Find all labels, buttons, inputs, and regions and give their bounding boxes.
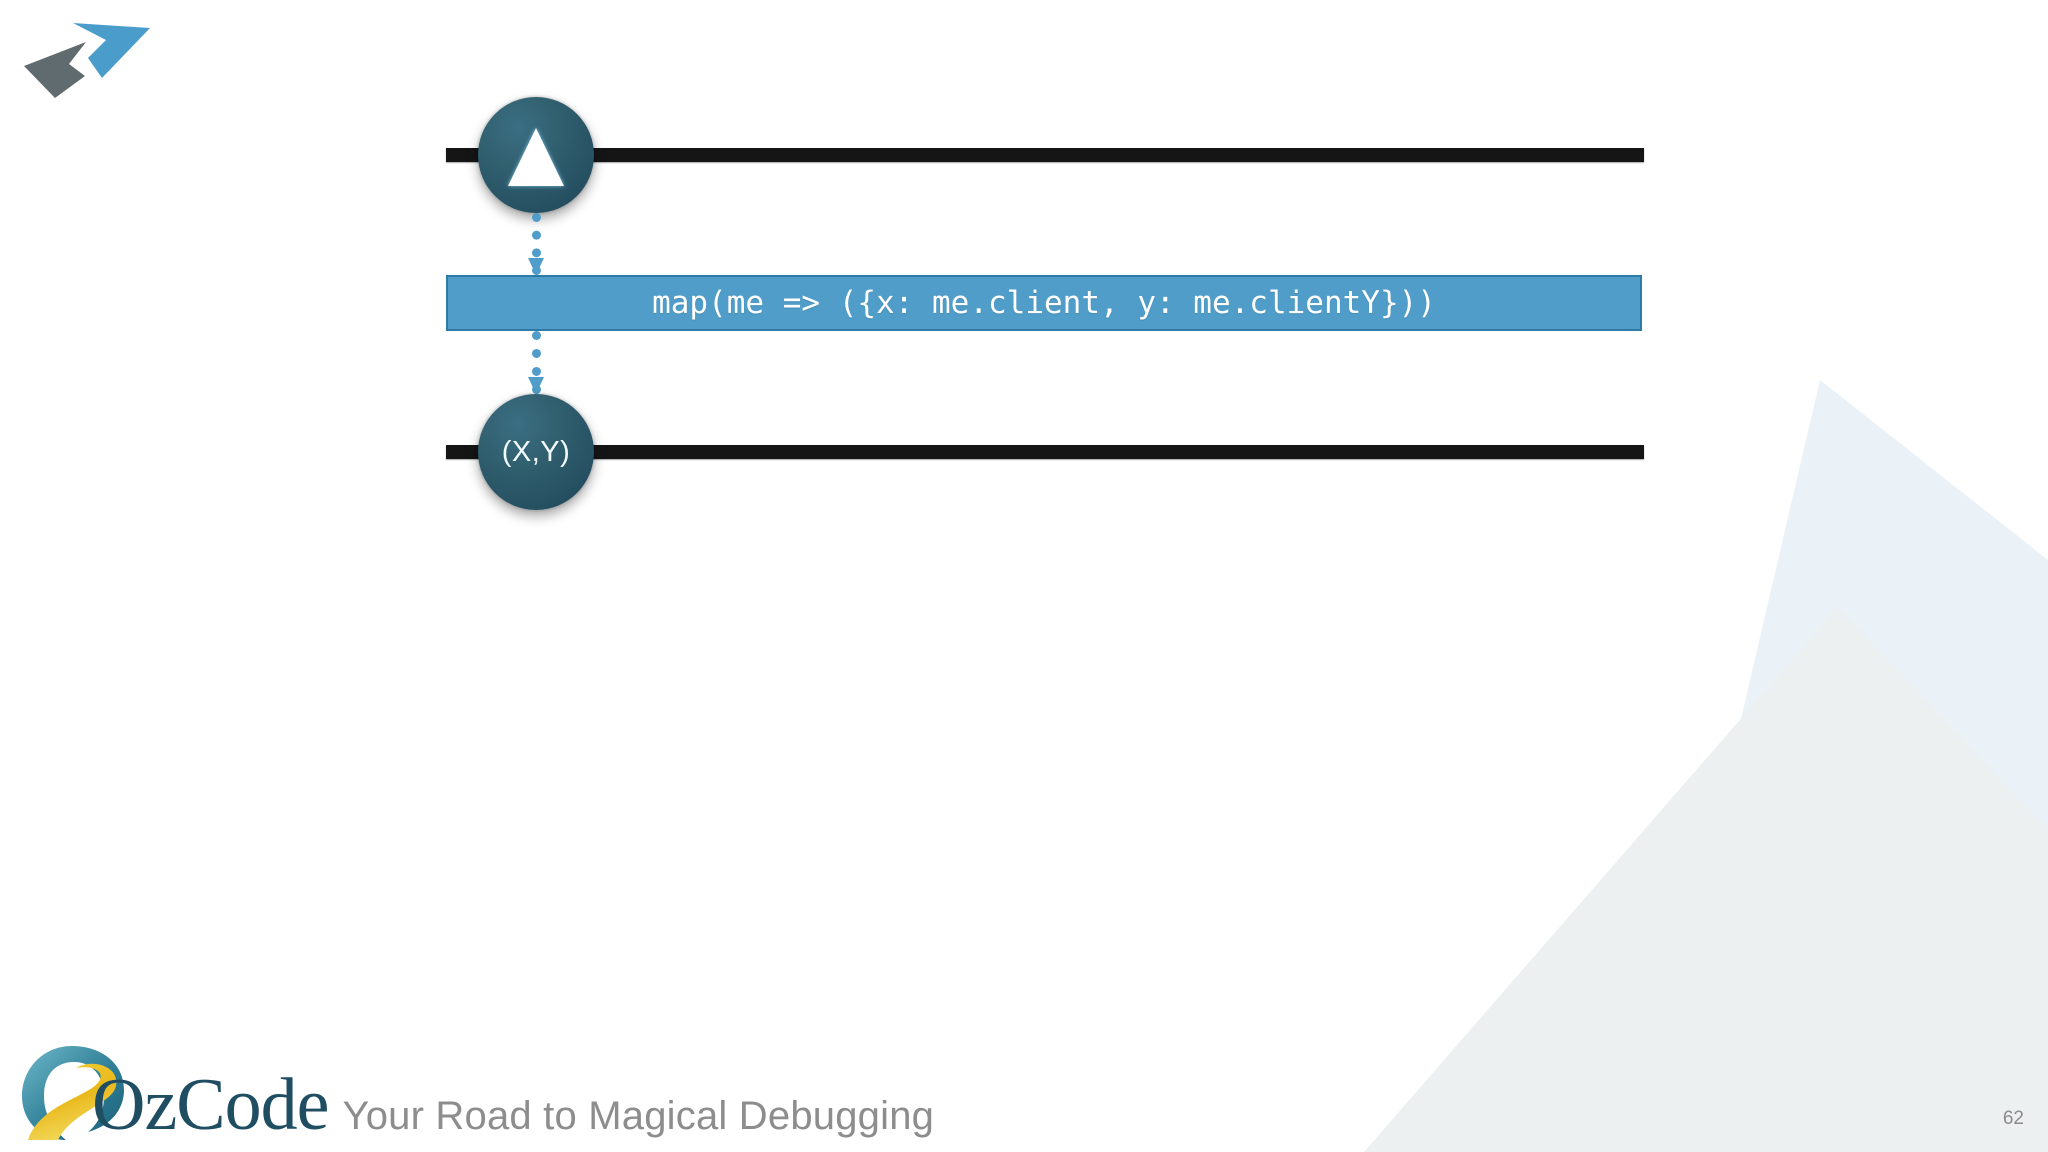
rxjs-arrow-logo	[24, 23, 150, 98]
arrow-down-icon	[528, 258, 544, 275]
ozcode-brand: OzCode Your Road to Magical Debugging	[14, 1036, 934, 1146]
source-marble[interactable]	[478, 97, 594, 213]
logo-blue-arrow-icon	[73, 23, 150, 78]
operator-box[interactable]: map(me => ({x: me.client, y: me.clientY}…	[446, 275, 1642, 331]
slide-number: 62	[2002, 1108, 2024, 1129]
brand-name: OzCode	[92, 1064, 329, 1146]
ozcode-logo-icon	[22, 1046, 124, 1140]
source-stream-timeline	[446, 148, 1644, 162]
connector-source-to-operator	[528, 213, 544, 275]
arrow-down-icon	[528, 377, 544, 394]
result-marble-label: (X,Y)	[501, 435, 571, 468]
result-marble[interactable]: (X,Y)	[478, 394, 594, 510]
connector-operator-to-result	[528, 331, 544, 394]
operator-code-text: map(me => ({x: me.client, y: me.clientY}…	[652, 285, 1436, 321]
brand-tagline: Your Road to Magical Debugging	[342, 1094, 935, 1138]
logo-gray-arrow-icon	[24, 42, 86, 98]
connector-dots	[532, 213, 550, 275]
logo-road-shape	[28, 1063, 117, 1140]
connector-dots	[532, 331, 550, 394]
result-stream-timeline	[446, 445, 1644, 459]
triangle-up-icon	[508, 128, 564, 186]
